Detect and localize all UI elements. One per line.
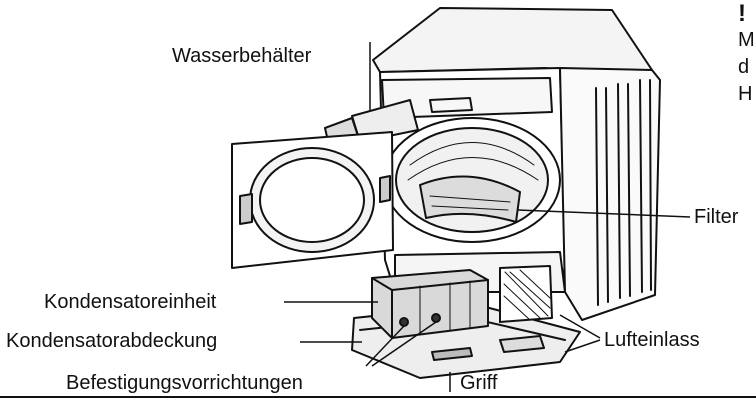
condenser-unit [371, 269, 489, 339]
side-note-line-3: H [738, 83, 753, 105]
label-griff: Griff [460, 372, 498, 394]
label-befestigung: Befestigungsvorrichtungen [66, 372, 303, 394]
side-note: ! M d H [738, 0, 755, 108]
leader-lufteinlass-1 [559, 314, 601, 339]
leader-lufteinlass-2 [564, 339, 601, 353]
warning-mark: ! [738, 0, 746, 27]
side-note-line-2: d [738, 56, 750, 78]
side-note-line-1: M [738, 29, 755, 51]
label-kondensatoreinheit: Kondensatoreinheit [44, 291, 217, 313]
label-kondensatorabdeckung: Kondensatorabdeckung [6, 330, 218, 352]
label-wasserbehaelter: Wasserbehälter [172, 45, 312, 67]
handle [431, 347, 473, 361]
leader-befestigung-1 [365, 325, 405, 367]
dryer-side [559, 67, 661, 321]
dryer-top [372, 7, 653, 73]
leader-befestigung-2 [371, 321, 437, 367]
label-filter: Filter [694, 206, 739, 228]
leader-filter [517, 209, 691, 218]
label-lufteinlass: Lufteinlass [604, 329, 700, 351]
